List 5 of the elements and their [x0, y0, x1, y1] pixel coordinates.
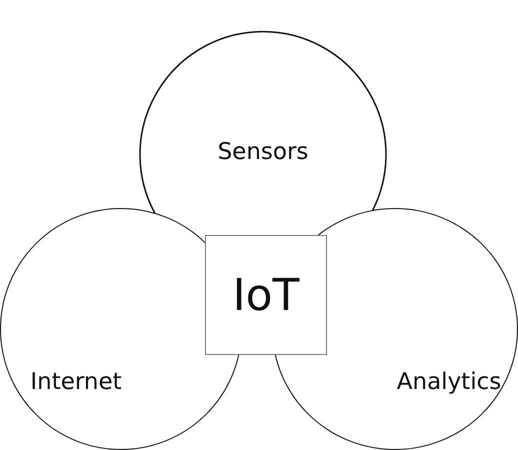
center-box [205, 235, 327, 355]
circle-label: Analytics [396, 369, 502, 395]
circle-label: Internet [30, 369, 122, 395]
center-label: IoT [232, 270, 300, 320]
circle-label: Sensors [218, 139, 308, 165]
